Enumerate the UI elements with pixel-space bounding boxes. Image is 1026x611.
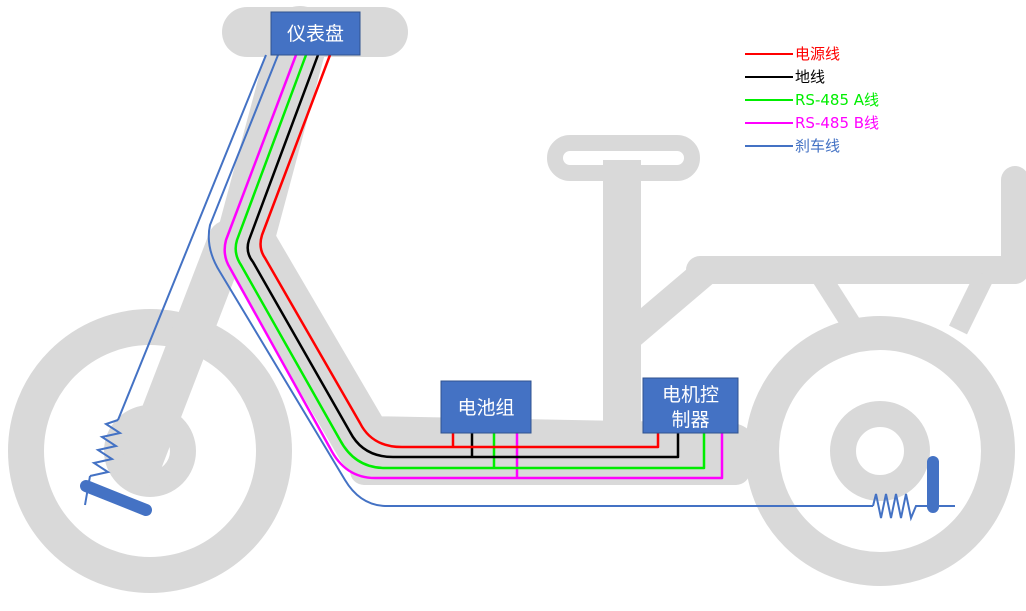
legend-label-power: 电源线 <box>795 45 840 63</box>
front-brake-cable <box>117 54 267 421</box>
rs485b-wire <box>223 54 724 480</box>
rs485a-wire <box>234 54 706 470</box>
dashboard-box: 仪表盘 <box>270 11 361 56</box>
front-wheel <box>8 309 292 593</box>
legend-item-rs485b: RS-485 B线 <box>745 114 879 132</box>
legend-item-ground: 地线 <box>745 68 825 86</box>
frame-brace <box>611 258 719 354</box>
signal-wires <box>223 54 724 480</box>
legend-item-brake: 刹车线 <box>745 137 840 155</box>
legend-item-rs485a: RS-485 A线 <box>745 91 879 109</box>
rear-rack <box>686 166 1026 284</box>
floorboard <box>350 425 750 485</box>
rear-wheel <box>745 316 1015 586</box>
rear-hub <box>830 401 930 501</box>
seat <box>547 135 700 181</box>
legend-item-power: 电源线 <box>745 45 840 63</box>
rack-support-right <box>949 270 994 335</box>
controller-label-line2: 制器 <box>671 409 709 431</box>
legend: 电源线 地线 RS-485 A线 RS-485 B线 刹车线 <box>745 45 879 155</box>
front-brake-spring <box>89 419 123 477</box>
rear-brake-spring <box>872 493 955 522</box>
front-brake-lever <box>80 480 152 516</box>
dashboard-label: 仪表盘 <box>287 23 344 45</box>
front-fork <box>120 220 248 488</box>
ground-wire <box>246 54 680 459</box>
legend-label-brake: 刹车线 <box>795 137 840 155</box>
battery-label: 电池组 <box>457 397 514 419</box>
rack-support-left <box>811 269 864 336</box>
rear-brake-cable <box>207 54 873 507</box>
battery-box: 电池组 <box>440 380 532 434</box>
controller-label-line1: 电机控 <box>662 384 719 406</box>
brake-cables <box>84 54 955 522</box>
scooter-frame <box>8 6 1026 593</box>
controller-box: 电机控 制器 <box>642 377 739 434</box>
legend-label-rs485b: RS-485 B线 <box>795 114 879 132</box>
legend-label-rs485a: RS-485 A线 <box>795 91 879 109</box>
seat-post <box>603 160 641 445</box>
power-wire <box>259 54 660 449</box>
legend-label-ground: 地线 <box>795 68 825 86</box>
